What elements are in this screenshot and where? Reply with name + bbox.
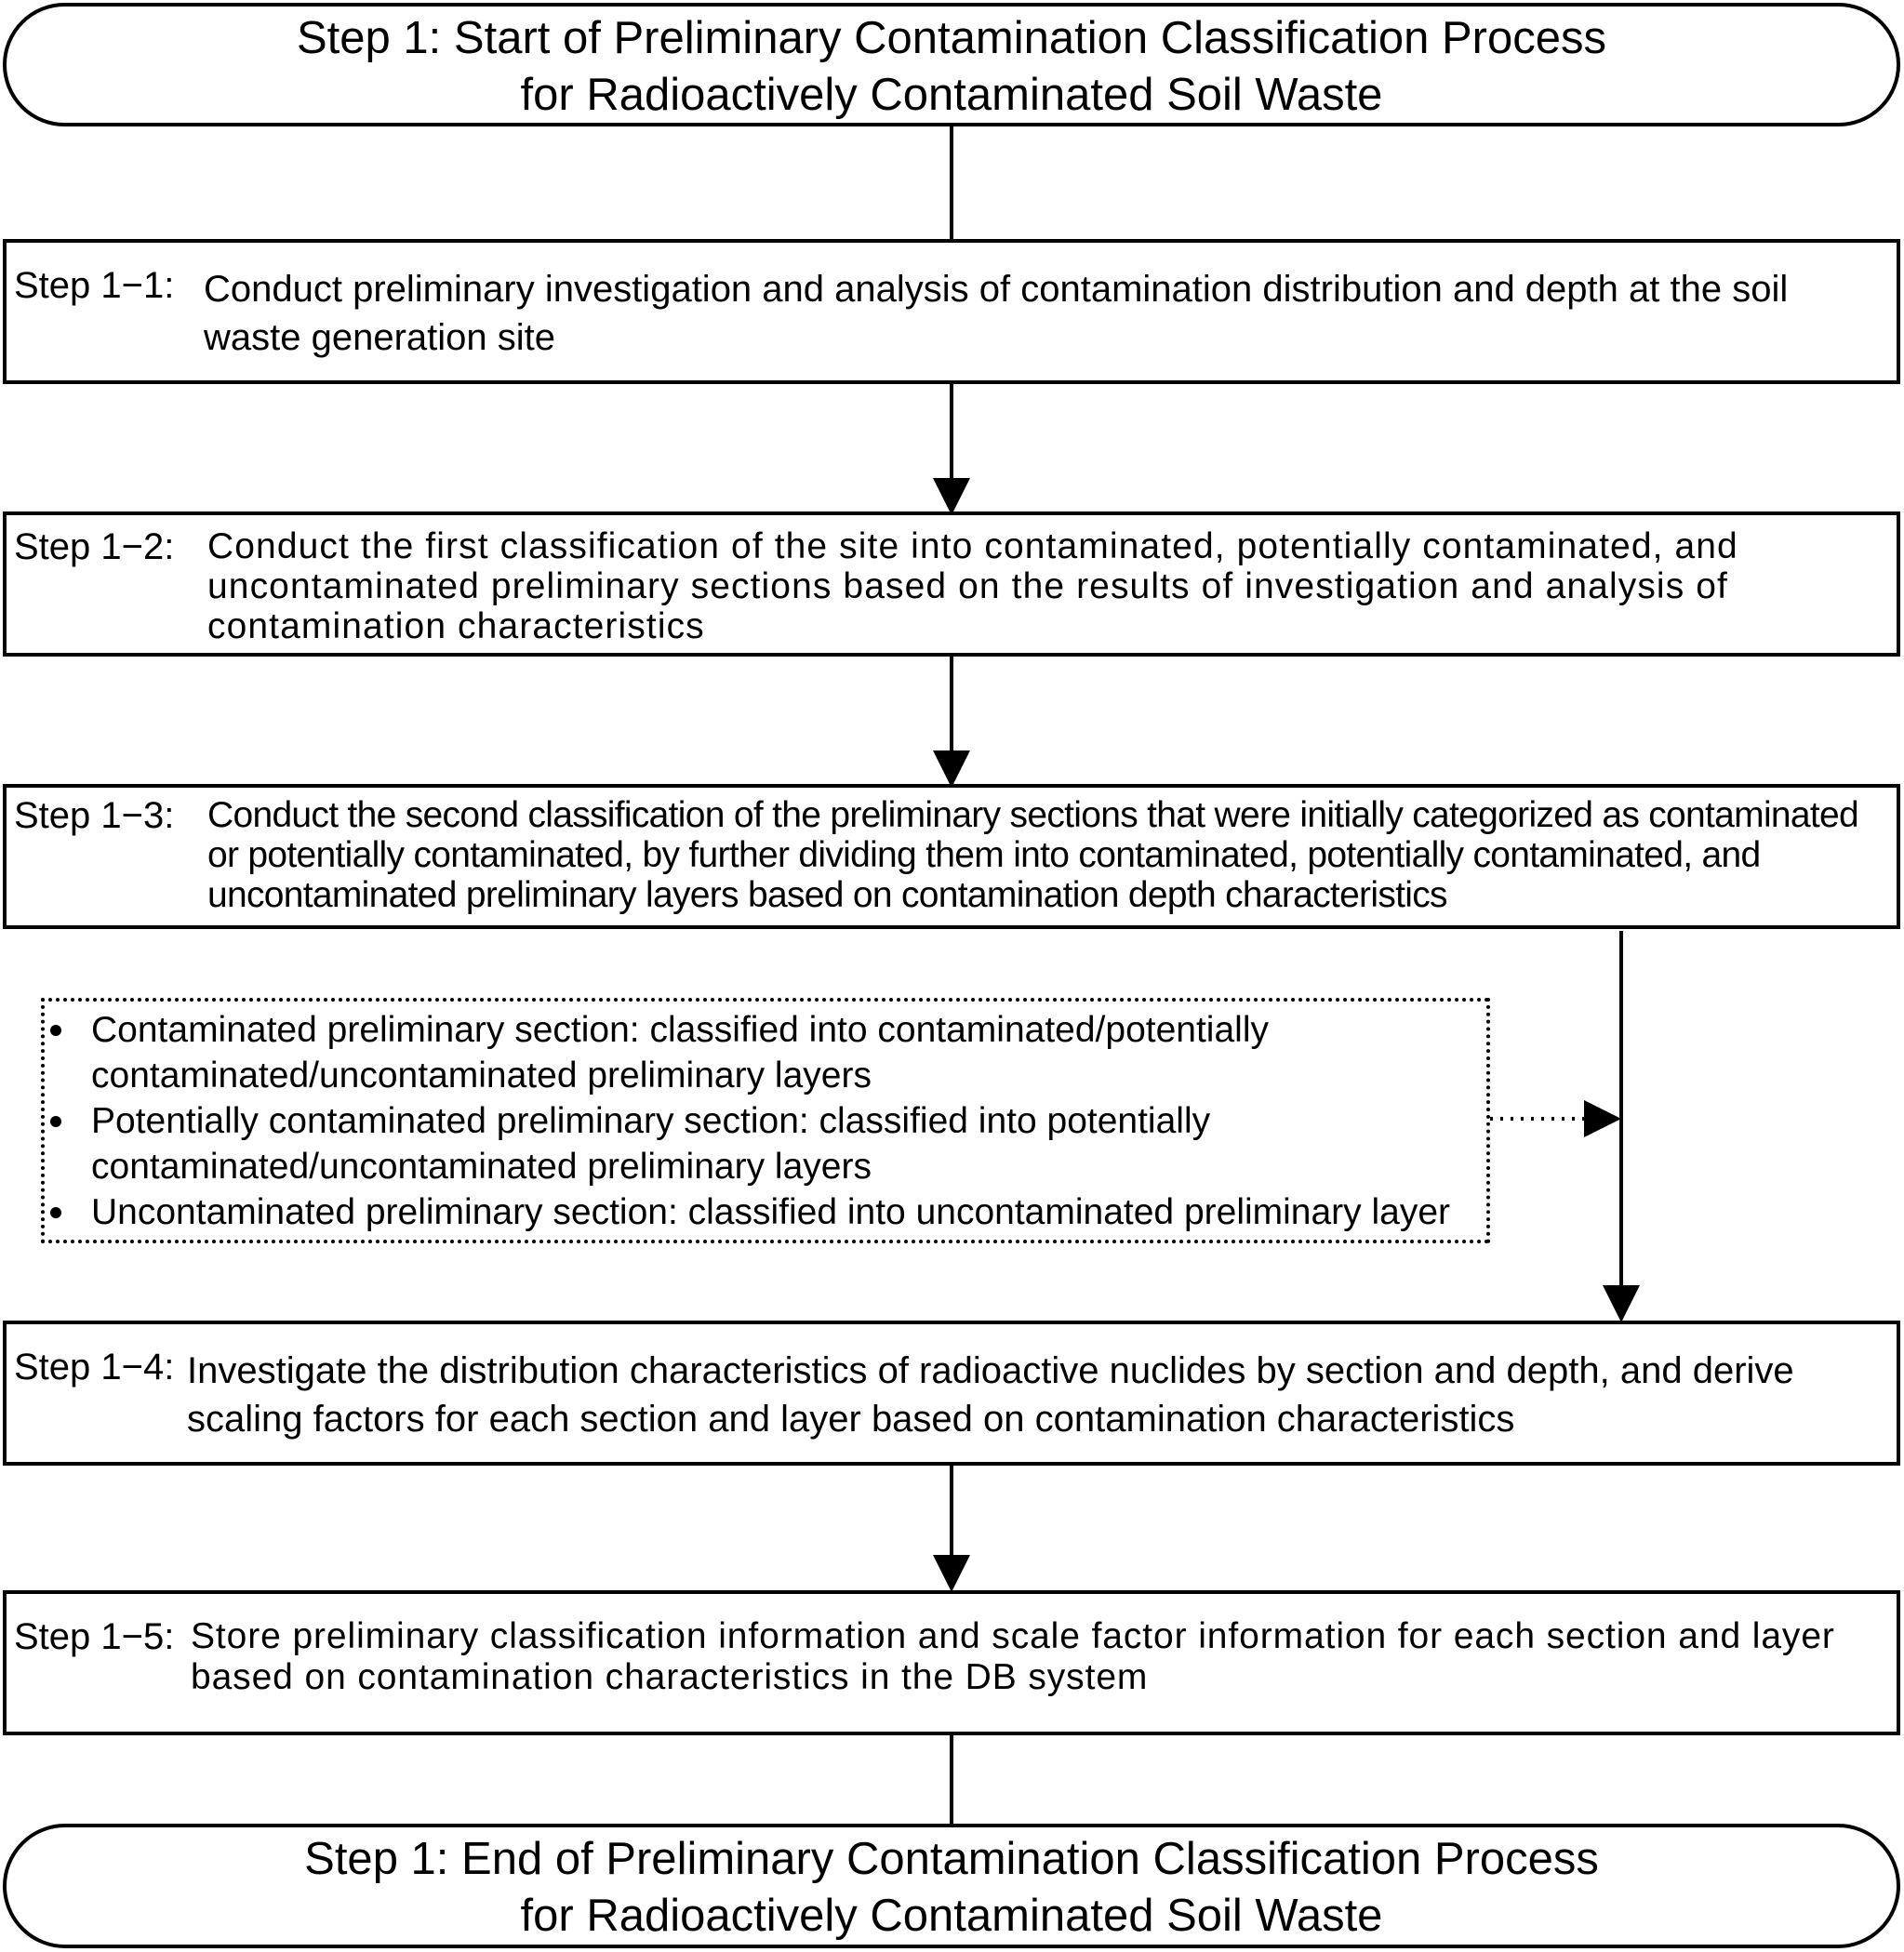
note-bullet-text: Potentially contaminated preliminary sec… [91, 1101, 1211, 1187]
bullet-icon [50, 1116, 61, 1127]
note-bullet-item: Contaminated preliminary section: classi… [50, 1007, 1486, 1098]
step-1-5-label: Step 1−5: [14, 1616, 175, 1657]
step-1-5-text: Store preliminary classification informa… [191, 1616, 1835, 1697]
step-1-4-label: Step 1−4: [14, 1347, 175, 1388]
end-title-line1: Step 1: End of Preliminary Contamination… [304, 1834, 1599, 1884]
note-bullet-text: Contaminated preliminary section: classi… [91, 1010, 1269, 1096]
bullet-icon [50, 1025, 61, 1036]
step-1-4-text: Investigate the distribution characteris… [187, 1350, 1794, 1440]
step-1-2-box: Step 1−2: Conduct the first classificati… [3, 511, 1900, 657]
step-1-1-text: Conduct preliminary investigation and an… [204, 269, 1789, 358]
step-1-2-text: Conduct the first classification of the … [207, 526, 1738, 646]
note-bullet-text: Uncontaminated preliminary section: clas… [91, 1192, 1451, 1232]
note-bullet-list: Contaminated preliminary section: classi… [45, 1002, 1486, 1235]
step-1-3-text: Conduct the second classification of the… [207, 795, 1859, 915]
bullet-icon [50, 1207, 61, 1218]
end-terminal: Step 1: End of Preliminary Contamination… [3, 1824, 1900, 1948]
step-1-3-box: Step 1−3: Conduct the second classificat… [3, 784, 1900, 929]
step-1-5-box: Step 1−5: Store preliminary classificati… [3, 1590, 1900, 1735]
step-1-3-label: Step 1−3: [14, 795, 175, 836]
start-title-line2: for Radioactively Contaminated Soil Wast… [520, 70, 1383, 120]
step-1-1-box: Step 1−1: Conduct preliminary investigat… [3, 239, 1900, 384]
start-terminal: Step 1: Start of Preliminary Contaminati… [3, 3, 1900, 126]
start-title-line1: Step 1: Start of Preliminary Contaminati… [297, 13, 1606, 63]
note-box: Contaminated preliminary section: classi… [41, 998, 1490, 1243]
step-1-4-box: Step 1−4: Investigate the distribution c… [3, 1321, 1900, 1466]
step-1-2-label: Step 1−2: [14, 526, 175, 567]
note-bullet-item: Potentially contaminated preliminary sec… [50, 1098, 1486, 1189]
step-1-1-label: Step 1−1: [14, 265, 175, 306]
end-title-line2: for Radioactively Contaminated Soil Wast… [520, 1891, 1383, 1941]
note-bullet-item: Uncontaminated preliminary section: clas… [50, 1189, 1486, 1235]
